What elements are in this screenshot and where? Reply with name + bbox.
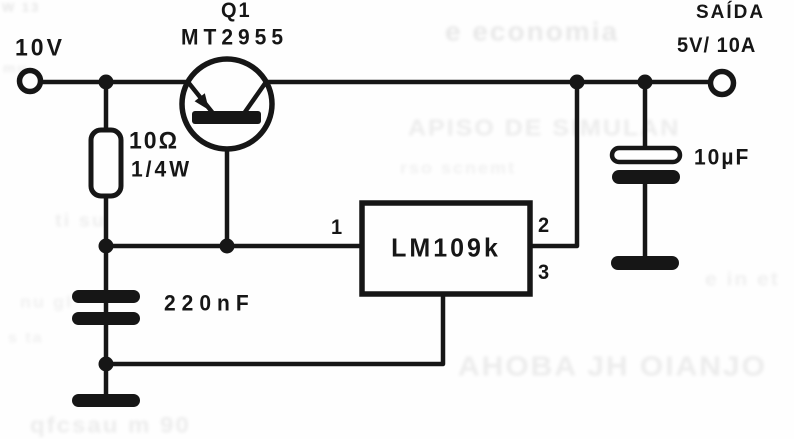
regulator-pin2-label: 2	[538, 214, 550, 238]
transistor-circle	[179, 56, 275, 152]
junction-dot	[98, 74, 114, 90]
input-voltage-label: 10V	[15, 33, 65, 61]
regulator-part-label: LM109k	[391, 233, 501, 263]
capacitor-10uf-label: 10µF	[694, 145, 751, 170]
transistor-ref-label: Q1	[221, 0, 252, 23]
regulator-pin1-label: 1	[331, 216, 343, 240]
ground-bar-right	[611, 256, 679, 270]
resistor-value-label: 10Ω	[129, 126, 180, 154]
junction-dot	[637, 74, 653, 90]
junction-dot	[98, 356, 114, 372]
regulator-pin3-label: 3	[538, 261, 550, 285]
junction-dot	[98, 238, 114, 254]
resistor-body	[88, 127, 124, 199]
pin3-wire	[103, 290, 446, 367]
transistor-part-label: MT2955	[181, 25, 289, 50]
output-terminal	[707, 68, 737, 98]
capacitor-10uf-plate-top	[609, 145, 683, 165]
junction-dot	[569, 74, 585, 90]
pin2-wire	[527, 79, 580, 249]
output-title-label: SAÍDA	[696, 1, 766, 24]
regulator-box	[359, 200, 533, 297]
junction-dots	[98, 74, 653, 372]
resistor-power-label: 1/4W	[131, 157, 193, 182]
capacitor-220nf-plate-bottom	[72, 312, 140, 325]
input-terminal	[16, 67, 44, 95]
output-rating-label: 5V/ 10A	[677, 34, 757, 58]
capacitor-220nf-plate-top	[72, 290, 140, 303]
emitter-arrow-icon	[194, 93, 209, 110]
capacitor-10uf-plate-bottom	[612, 170, 680, 184]
transistor-base-bar	[192, 111, 261, 124]
junction-dot	[219, 238, 235, 254]
capacitor-220nf-label: 220nF	[164, 291, 255, 316]
transistor-collector-line	[242, 79, 269, 115]
ground-bar-left	[72, 394, 140, 407]
